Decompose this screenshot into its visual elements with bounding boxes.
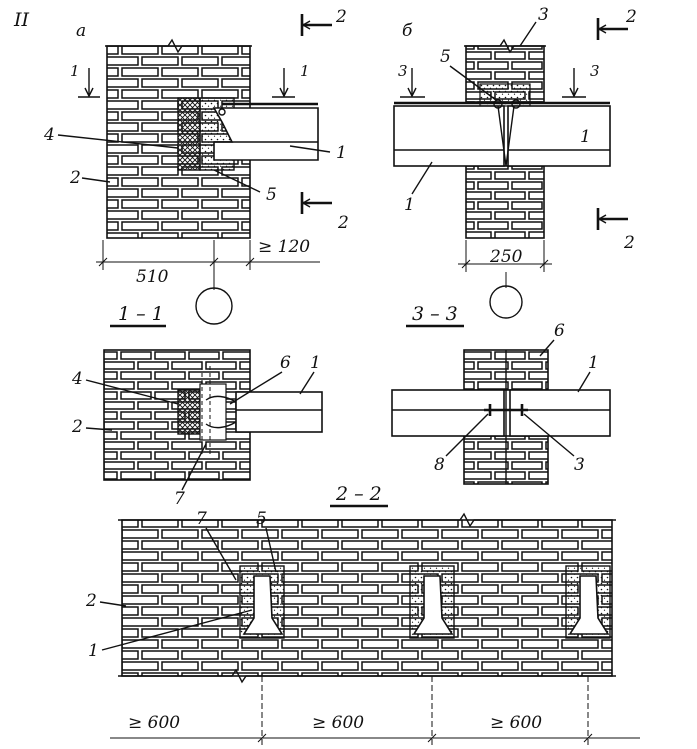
view-a-arrow-1-right xyxy=(272,68,295,98)
view-a-insulation xyxy=(177,97,201,171)
view-a-anchor xyxy=(218,108,226,116)
section-2-2-wall xyxy=(121,519,613,677)
section-2-2: 2 – 2 7 5 2 1 ≥ 600 ≥ 600 ≥ 60 xyxy=(85,483,640,746)
view-a-arrow-1-left xyxy=(78,68,100,98)
section-2-2-title: 2 – 2 xyxy=(335,483,382,505)
section-3-3-callout-3: 6 xyxy=(554,321,565,341)
view-a: а 1 1 2 2 4 2 5 1 xyxy=(43,7,349,325)
view-a-axis-marker xyxy=(195,287,233,325)
view-a-callout-4: 4 xyxy=(43,125,55,145)
view-b: б 3 3 2 2 3 5 1 1 xyxy=(393,5,637,319)
section-3-3: 3 – 3 6 1 8 3 xyxy=(391,303,611,485)
section-2-2-spacing-2: ≥ 600 xyxy=(312,713,364,733)
section-3-3-callout-1: 1 xyxy=(588,353,599,373)
view-a-letter: а xyxy=(76,21,86,41)
view-a-break-top xyxy=(105,38,252,54)
view-b-anchor-left xyxy=(493,99,503,109)
view-a-arrow-2-bottom xyxy=(300,192,332,214)
section-1-1: 1 – 1 4 2 6 1 7 xyxy=(71,303,323,509)
view-b-section-3-left: 3 xyxy=(398,62,408,80)
view-b-callout-1-right: 1 xyxy=(580,127,591,147)
view-a-callout-1: 1 xyxy=(336,143,347,163)
view-a-arrow-2-top xyxy=(300,14,332,36)
view-b-wall-lower xyxy=(465,165,545,239)
section-3-3-anchor xyxy=(484,404,528,416)
section-2-2-callout-5: 5 xyxy=(256,509,267,529)
section-2-2-spacing-1: ≥ 600 xyxy=(128,713,180,733)
view-a-slab xyxy=(212,107,319,161)
view-a-dim-bearing: ≥ 120 xyxy=(258,237,310,257)
view-b-callout-1-left: 1 xyxy=(404,195,415,215)
view-a-section-1-left: 1 xyxy=(70,62,80,80)
view-a-section-2-top: 2 xyxy=(335,7,347,27)
section-3-3-title: 3 – 3 xyxy=(412,303,458,325)
section-2-2-callout-2: 2 xyxy=(85,591,97,611)
section-1-1-callout-4: 4 xyxy=(71,369,83,389)
section-1-1-wall xyxy=(103,349,251,481)
section-1-1-callout-7: 7 xyxy=(174,489,185,509)
section-2-2-callout-7: 7 xyxy=(196,509,207,529)
section-2-2-callout-1: 1 xyxy=(88,641,99,661)
section-2-2-pocket-2 xyxy=(409,565,455,639)
section-3-3-slab-left xyxy=(391,389,505,437)
view-b-slab-left xyxy=(393,105,505,167)
section-1-1-callout-2: 2 xyxy=(71,417,83,437)
view-b-section-2-top: 2 xyxy=(625,7,637,27)
view-a-leader-5 xyxy=(213,169,261,193)
section-1-1-anchor xyxy=(205,395,237,429)
sheet-label: II xyxy=(13,9,30,31)
section-1-1-title: 1 – 1 xyxy=(118,303,164,325)
section-3-3-callout-8: 8 xyxy=(434,455,445,475)
view-b-section-2-bottom: 2 xyxy=(623,233,635,253)
section-1-1-callout-1: 1 xyxy=(310,353,321,373)
view-b-callout-5: 5 xyxy=(440,47,451,67)
view-b-joint xyxy=(497,105,515,167)
view-a-section-2-bottom: 2 xyxy=(337,213,349,233)
view-a-leader-4 xyxy=(57,134,179,149)
section-3-3-slab-right xyxy=(509,389,611,437)
view-b-anchor-right xyxy=(511,99,521,109)
view-a-callout-5: 5 xyxy=(266,185,277,205)
section-1-1-callout-6: 6 xyxy=(280,353,291,373)
view-b-axis-marker xyxy=(489,285,523,319)
view-b-callout-3: 3 xyxy=(538,5,549,25)
view-b-slab-right xyxy=(507,105,611,167)
section-2-2-spacing-3: ≥ 600 xyxy=(490,713,542,733)
view-a-leader-2 xyxy=(81,177,111,183)
section-2-2-pocket-1 xyxy=(239,565,285,639)
section-1-1-insulation xyxy=(177,389,201,435)
view-b-letter: б xyxy=(402,21,413,41)
section-2-2-pocket-3 xyxy=(565,565,611,639)
view-a-section-1-right: 1 xyxy=(300,62,310,80)
view-a-leader-1 xyxy=(289,145,331,153)
view-a-callout-2: 2 xyxy=(69,168,81,188)
section-3-3-callout-6: 3 xyxy=(574,455,585,475)
view-a-dim-width: 510 xyxy=(136,267,169,287)
view-b-section-3-right: 3 xyxy=(590,62,600,80)
view-b-dim-width: 250 xyxy=(489,247,523,267)
section-1-1-slab xyxy=(235,391,323,433)
